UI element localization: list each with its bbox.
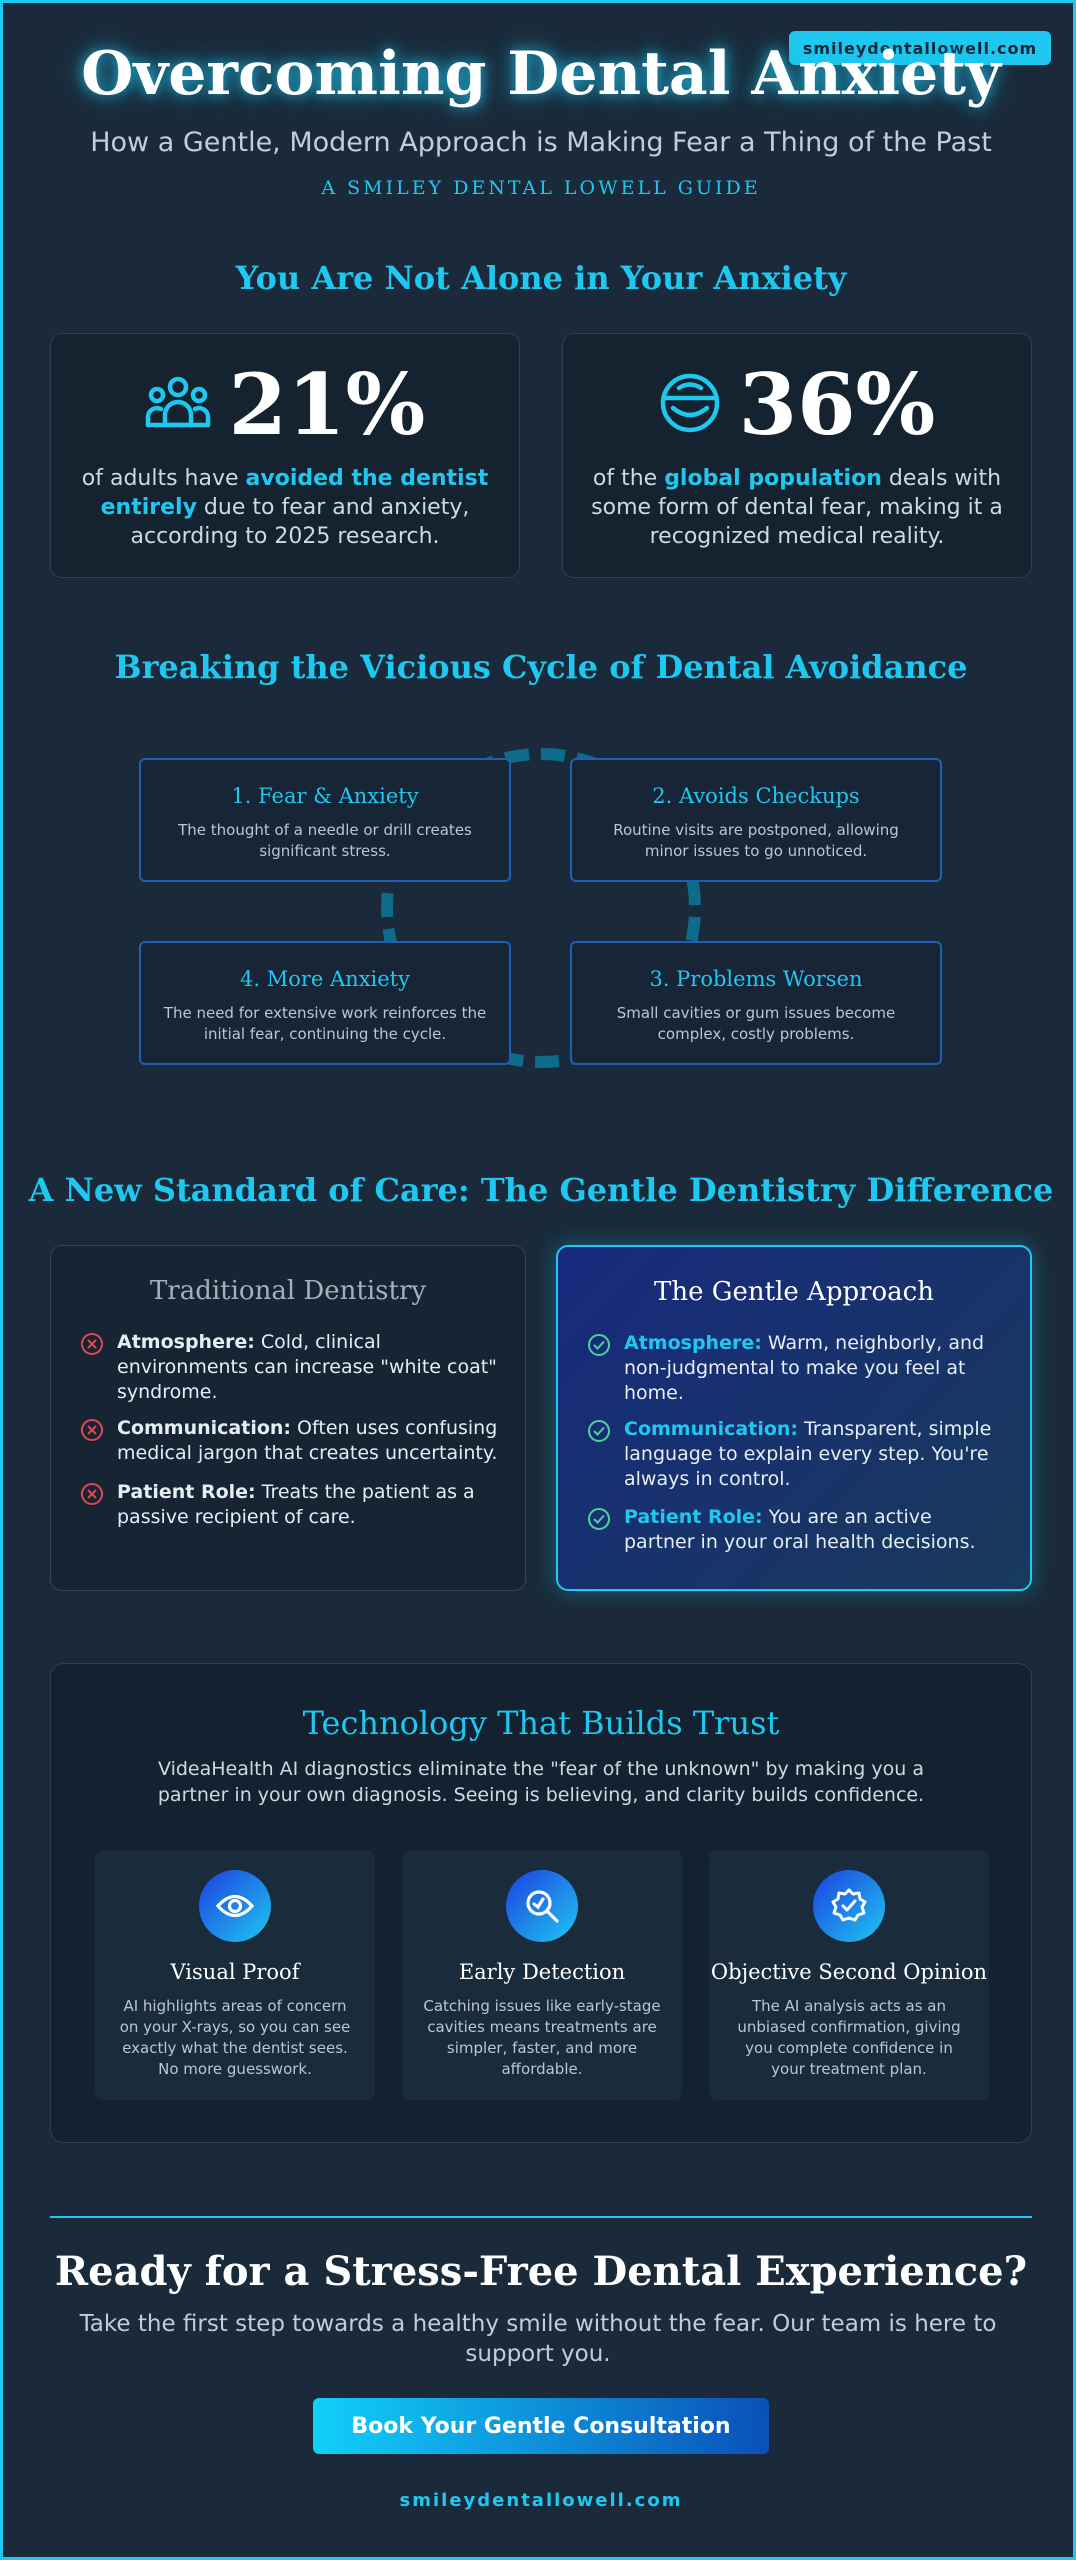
comparison-label: Patient Role: [624,1506,763,1528]
cycle-step-more-anxiety: 4. More Anxiety The need for extensive w… [139,941,511,1065]
stat-text-before: of adults have [81,466,246,491]
gentle-approach-card: The Gentle Approach Atmosphere: Warm, ne… [556,1245,1032,1591]
comparison-section-title: A New Standard of Care: The Gentle Denti… [28,1171,1054,1209]
gentle-item-communication: Communication: Transparent, simple langu… [588,1417,1004,1492]
gentle-item-patient-role: Patient Role: You are an active partner … [588,1505,1004,1555]
cycle-step-desc: The need for extensive work reinforces t… [163,1004,487,1043]
comparison-text: Atmosphere: Warm, neighborly, and non-ju… [624,1331,1004,1406]
cycle-step-desc: Routine visits are postponed, allowing m… [613,821,899,860]
gentle-item-atmosphere: Atmosphere: Warm, neighborly, and non-ju… [588,1331,1004,1406]
comparison-text: Communication: Transparent, simple langu… [624,1417,1004,1492]
cta-text: Take the first step towards a healthy sm… [79,2311,997,2367]
page-title: Overcoming Dental Anxiety [81,39,1001,109]
traditional-item-communication: Communication: Often uses confusing medi… [81,1416,499,1466]
book-consultation-button[interactable]: Book Your Gentle Consultation [313,2398,769,2454]
comparison-label: Communication: [117,1417,292,1439]
comparison-detail: Cold, clinical environments can increase… [117,1331,497,1403]
cycle-step-title: 2. Avoids Checkups [652,784,860,808]
tech-feature-name: Visual Proof [170,1960,300,1984]
comparison-text: Patient Role: You are an active partner … [624,1505,1004,1555]
tech-card-second-opinion: Objective Second Opinion The AI analysis… [709,1850,989,2100]
check-circle-icon [588,1508,610,1530]
x-circle-icon [81,1333,103,1355]
section-divider [50,2216,1032,2218]
comparison-detail: You are an active partner in your oral h… [624,1506,976,1553]
traditional-dentistry-card: Traditional Dentistry Atmosphere: Cold, … [50,1245,526,1591]
traditional-item-patient-role: Patient Role: Treats the patient as a pa… [81,1480,499,1530]
tech-feature-desc: The AI analysis acts as an unbiased conf… [737,1997,961,2078]
x-circle-icon [81,1419,103,1441]
stats-section-title: You Are Not Alone in Your Anxiety [235,259,847,297]
cycle-step-desc: Small cavities or gum issues become comp… [616,1004,896,1043]
stat-highlight: global population [664,466,882,491]
stat-text-after: due to fear and anxiety, according to 20… [130,495,470,549]
cycle-section-title: Breaking the Vicious Cycle of Dental Avo… [114,648,968,686]
check-circle-icon [588,1420,610,1442]
verified-badge-icon [813,1870,885,1942]
globe-smile-icon [659,372,721,438]
comparison-text: Communication: Often uses confusing medi… [117,1416,499,1466]
people-group-icon [145,375,211,435]
cycle-step-fear: 1. Fear & Anxiety The thought of a needl… [139,758,511,882]
comparison-detail: Treats the patient as a passive recipien… [117,1481,475,1528]
comparison-detail: Often uses confusing medical jargon that… [117,1417,498,1464]
tech-card-visual-proof: Visual Proof AI highlights areas of conc… [95,1850,375,2100]
cycle-step-title: 1. Fear & Anxiety [231,784,419,808]
cta-title: Ready for a Stress-Free Dental Experienc… [54,2248,1028,2295]
tech-feature-name: Early Detection [458,1960,626,1984]
technology-title: Technology That Builds Trust [302,1704,780,1742]
cycle-step-title: 3. Problems Worsen [649,967,863,991]
tech-feature-name: Objective Second Opinion [710,1960,988,1984]
stat-card-global: 36% of the global population deals with … [562,333,1032,578]
stat-text-before: of the [592,466,665,491]
tech-card-early-detection: Early Detection Catching issues like ear… [402,1850,682,2100]
stat-value: 21% [228,355,426,454]
comparison-label: Patient Role: [117,1481,256,1503]
technology-intro: VideaHealth AI diagnostics eliminate the… [157,1758,925,1806]
stat-highlight: avoided the dentist entirely [100,466,489,520]
comparison-detail: Transparent, simple language to explain … [624,1418,992,1490]
check-circle-icon [588,1334,610,1356]
comparison-text: Patient Role: Treats the patient as a pa… [117,1480,499,1530]
traditional-title: Traditional Dentistry [149,1276,427,1306]
comparison-label: Atmosphere: [624,1332,762,1354]
comparison-text: Atmosphere: Cold, clinical environments … [117,1330,499,1405]
x-circle-icon [81,1483,103,1505]
guide-label: A SMILEY DENTAL LOWELL GUIDE [321,177,761,199]
cycle-step-avoids: 2. Avoids Checkups Routine visits are po… [570,758,942,882]
eye-icon [199,1870,271,1942]
stat-text-after: deals with some form of dental fear, mak… [591,466,1003,549]
magnifier-search-icon [506,1870,578,1942]
cycle-step-desc: The thought of a needle or drill creates… [178,821,472,860]
stat-card-adults: 21% of adults have avoided the dentist e… [50,333,520,578]
gentle-title: The Gentle Approach [653,1277,934,1307]
traditional-item-atmosphere: Atmosphere: Cold, clinical environments … [81,1330,499,1405]
technology-section: Technology That Builds Trust VideaHealth… [50,1663,1032,2143]
comparison-detail: Warm, neighborly, and non-judgmental to … [624,1332,985,1404]
tech-feature-desc: Catching issues like early-stage cavitie… [423,1997,661,2078]
cycle-step-worsen: 3. Problems Worsen Small cavities or gum… [570,941,942,1065]
stat-description: of the global population deals with some… [587,464,1007,551]
site-url-badge[interactable]: smileydentallowell.com [789,31,1051,65]
stat-description: of adults have avoided the dentist entir… [75,464,495,551]
comparison-label: Communication: [624,1418,799,1440]
page-subtitle: How a Gentle, Modern Approach is Making … [90,127,992,158]
footer-site-link[interactable]: smileydentallowell.com [399,2490,683,2511]
tech-feature-desc: AI highlights areas of concern on your X… [119,1997,351,2078]
cycle-step-title: 4. More Anxiety [240,967,410,991]
stat-value: 36% [738,355,936,454]
comparison-label: Atmosphere: [117,1331,255,1353]
